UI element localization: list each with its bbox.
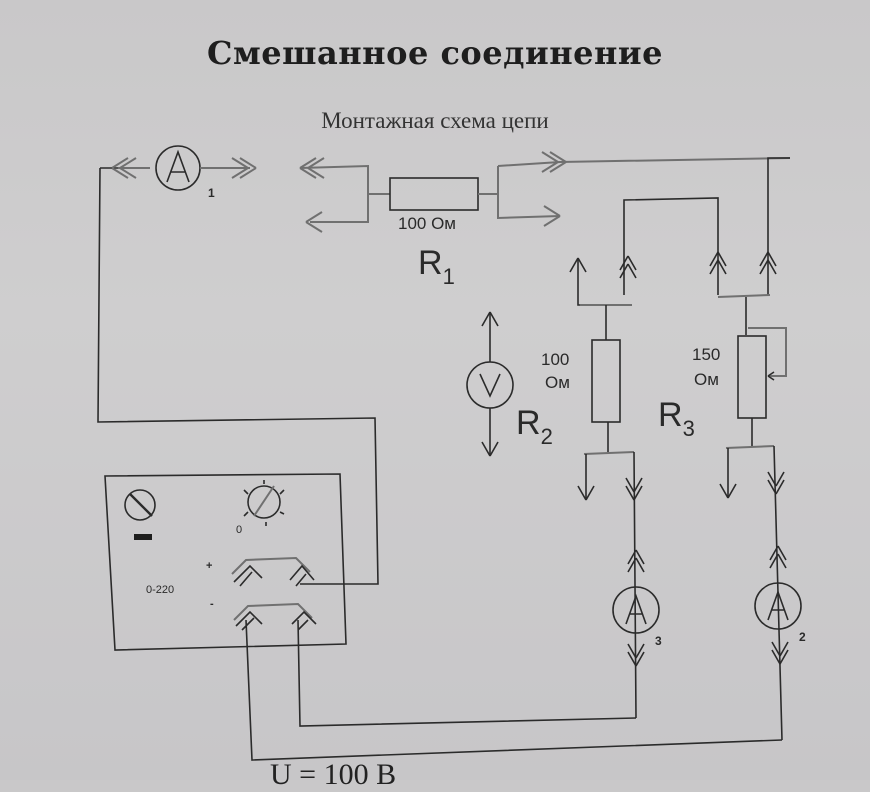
ammeter-2 bbox=[754, 545, 802, 665]
resistor-r2 bbox=[577, 304, 643, 719]
r2-value-unit: Ом bbox=[545, 373, 570, 392]
r1-value: 100 Ом bbox=[398, 214, 456, 233]
ammeter-3 bbox=[612, 549, 660, 667]
wire-bottom-return bbox=[245, 619, 783, 761]
ammeter-1-index: 1 bbox=[208, 186, 215, 200]
voltage-knob-icon[interactable] bbox=[247, 485, 281, 519]
wire-left-loop bbox=[97, 167, 379, 585]
wire-top-branches bbox=[577, 157, 790, 306]
resistor-r3 bbox=[717, 294, 787, 741]
plus-terminal-label: + bbox=[206, 560, 213, 572]
ammeter-2-index: 2 bbox=[799, 630, 806, 644]
diagram-subtitle: Монтажная схема цепи bbox=[321, 108, 549, 133]
voltage-range-label: 0-220 bbox=[146, 584, 175, 596]
r3-value-num: 150 bbox=[692, 345, 721, 364]
connector-arrows-top bbox=[569, 251, 777, 279]
minus-terminal-label: - bbox=[210, 598, 214, 610]
voltmeter bbox=[466, 311, 514, 457]
r2-index: 2 bbox=[540, 424, 553, 449]
ammeter-3-index: 3 bbox=[655, 634, 662, 648]
r2-label: R2 bbox=[516, 404, 553, 450]
r1-label: R1 bbox=[418, 244, 455, 290]
power-supply[interactable] bbox=[104, 473, 347, 651]
r1-index: 1 bbox=[442, 264, 455, 289]
r2-letter: R bbox=[516, 404, 541, 442]
diagram-title: Смешанное соединение bbox=[207, 34, 663, 72]
r2-value-num: 100 bbox=[541, 350, 570, 369]
r1-letter: R bbox=[418, 244, 443, 282]
voltage-caption: U = 100 В bbox=[270, 758, 397, 791]
r3-index: 3 bbox=[682, 416, 695, 441]
knob-zero-label: 0 bbox=[236, 524, 243, 536]
resistor-r1 bbox=[299, 151, 791, 233]
indicator-bar bbox=[134, 534, 152, 540]
ammeter-1 bbox=[111, 145, 257, 191]
r3-letter: R bbox=[658, 396, 683, 434]
lamp-icon bbox=[124, 489, 156, 521]
r3-label: R3 bbox=[658, 396, 695, 442]
r3-value-unit: Ом bbox=[694, 370, 719, 389]
